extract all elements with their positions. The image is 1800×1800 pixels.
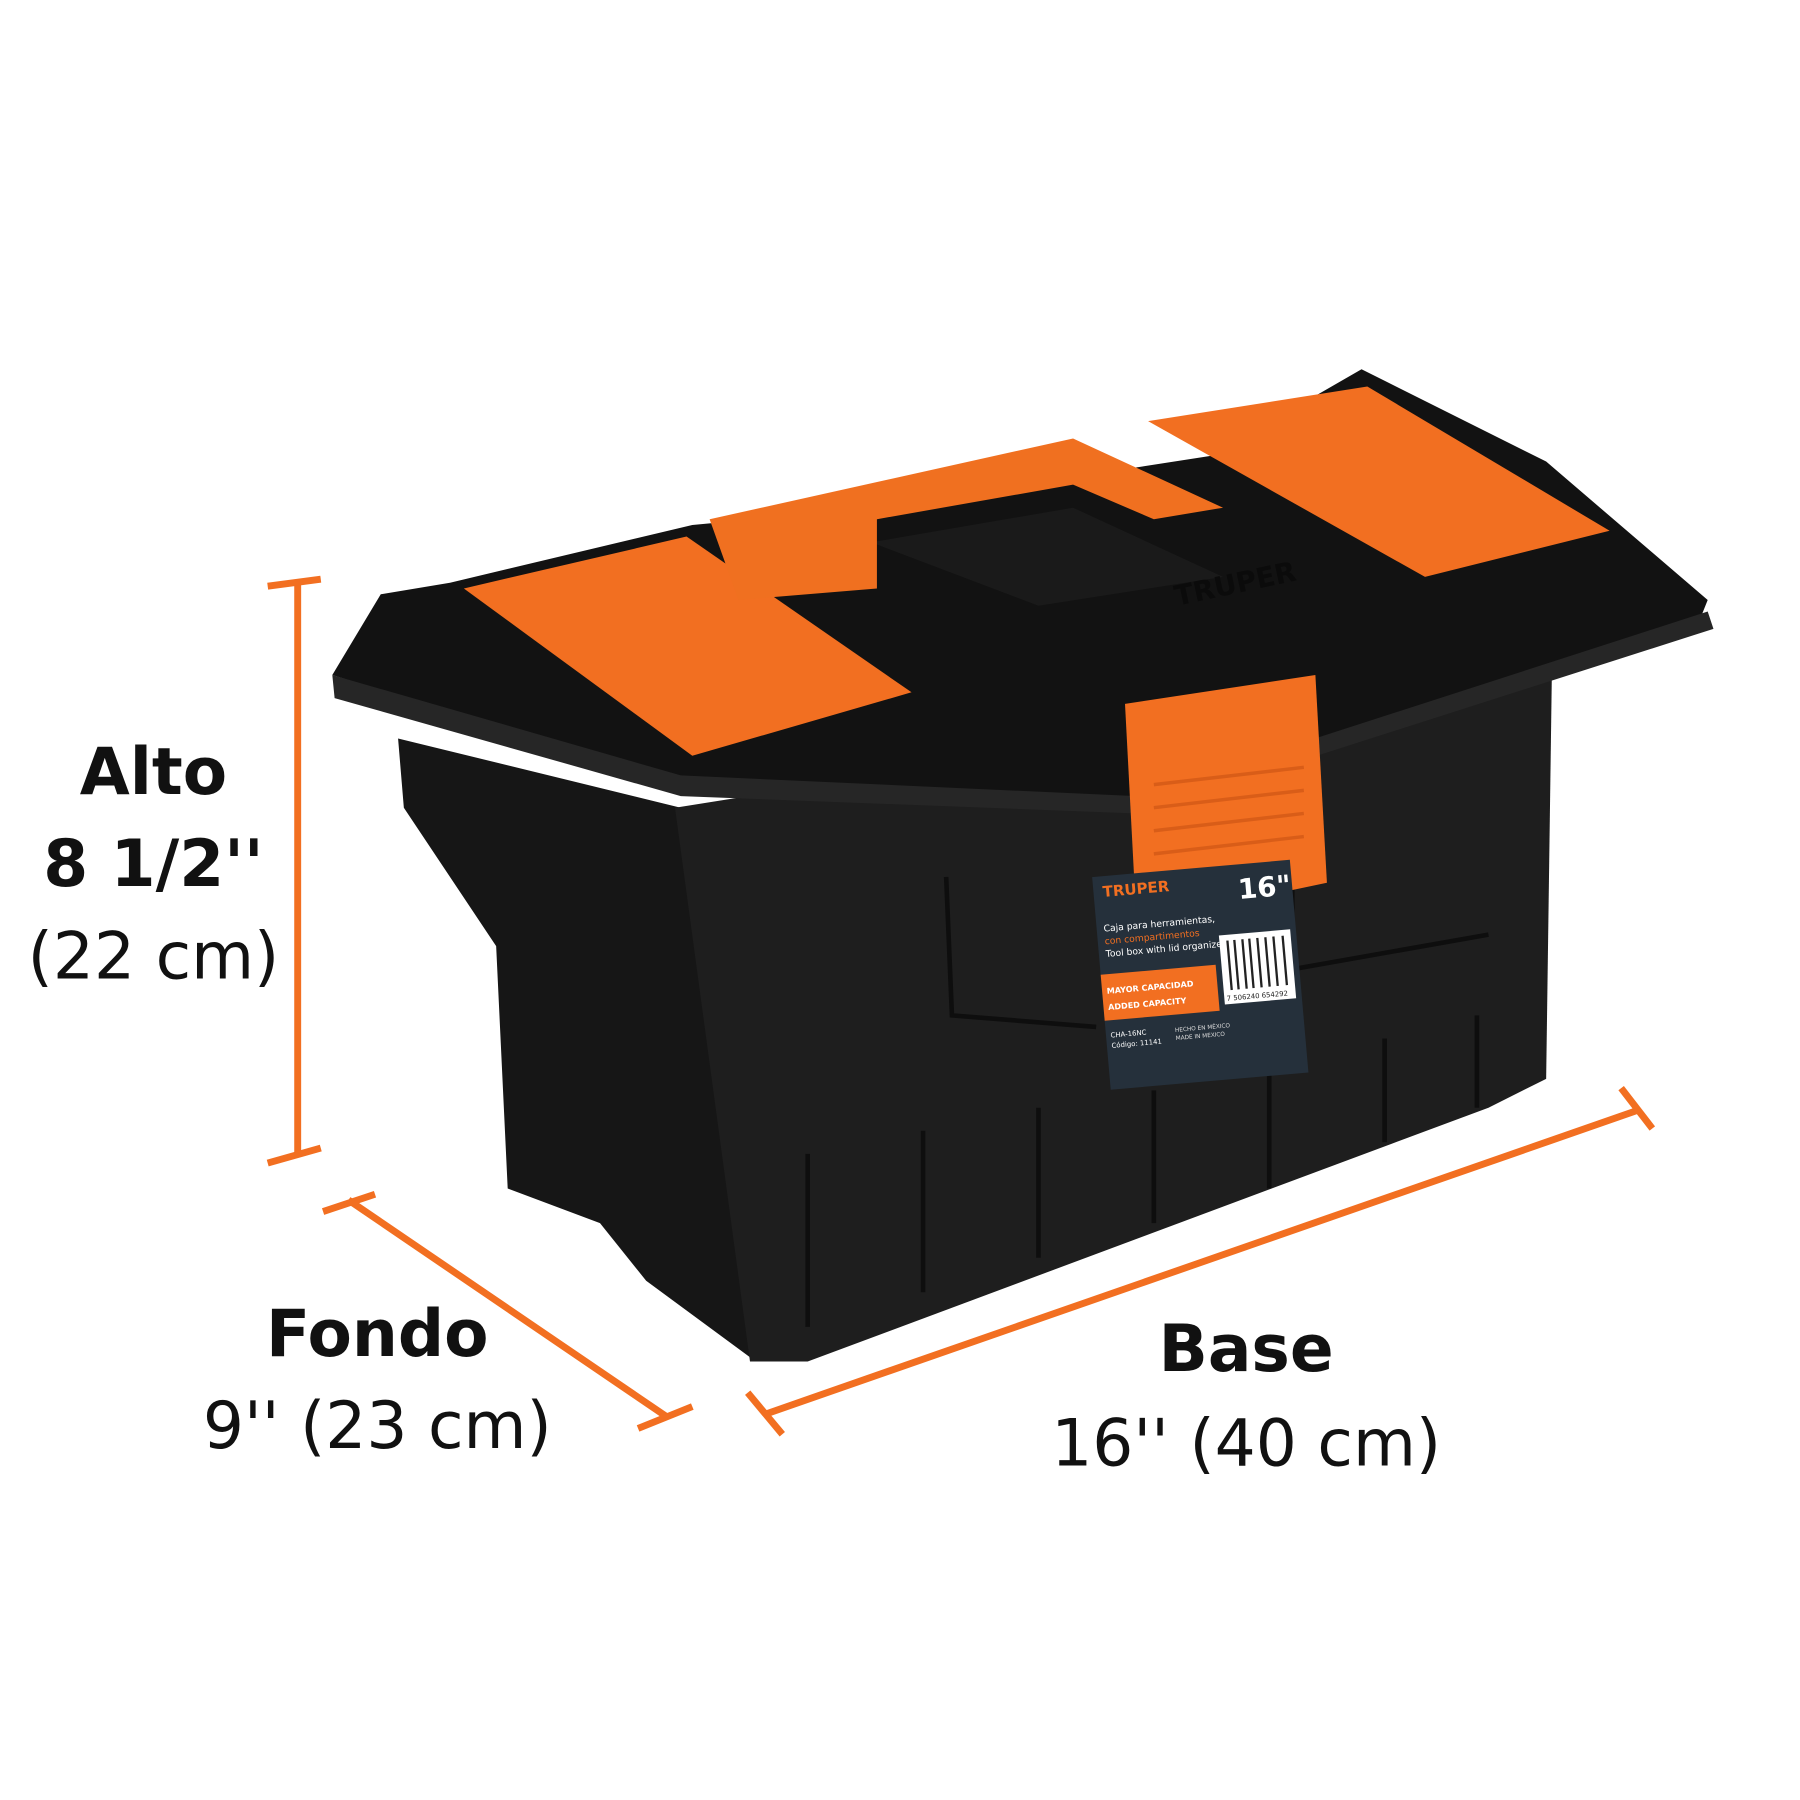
toolbox: TRUPER bbox=[332, 369, 1714, 1362]
depth-label: Fondo 9'' (23 cm) bbox=[203, 1297, 552, 1464]
width-value: 16'' (40 cm) bbox=[1051, 1406, 1441, 1481]
dimension-lines bbox=[266, 575, 1656, 1437]
width-dimension-line bbox=[745, 1085, 1656, 1437]
height-metric: (22 cm) bbox=[28, 919, 280, 994]
lid-rim bbox=[332, 611, 1714, 814]
latch-ribs bbox=[1153, 765, 1305, 856]
width-label: Base 16'' (40 cm) bbox=[1051, 1312, 1441, 1482]
product-label: TRUPER 16" Caja para herramientas, con c… bbox=[1092, 859, 1309, 1090]
height-imperial: 8 1/2'' bbox=[43, 827, 264, 902]
height-dimension-line bbox=[266, 575, 322, 1167]
carry-handle bbox=[709, 438, 1224, 600]
barcode-bars bbox=[1226, 935, 1289, 991]
label-model: CHA-16NC bbox=[1110, 1029, 1147, 1040]
label-origin-en: MADE IN MEXICO bbox=[1176, 1032, 1226, 1042]
left-organizer-lid bbox=[463, 536, 912, 756]
depth-dimension-line bbox=[321, 1190, 694, 1432]
lid-center-panel bbox=[871, 507, 1224, 606]
label-orange-band bbox=[1100, 964, 1220, 1021]
height-title: Alto bbox=[80, 735, 227, 810]
toolbox-left-face bbox=[398, 738, 756, 1362]
width-title: Base bbox=[1159, 1312, 1334, 1387]
label-size: 16" bbox=[1237, 868, 1293, 905]
height-label: Alto 8 1/2'' (22 cm) bbox=[28, 735, 280, 995]
label-brand: TRUPER bbox=[1102, 877, 1171, 901]
depth-title: Fondo bbox=[266, 1297, 489, 1372]
right-organizer-lid bbox=[1148, 386, 1610, 577]
depth-value: 9'' (23 cm) bbox=[203, 1389, 552, 1464]
